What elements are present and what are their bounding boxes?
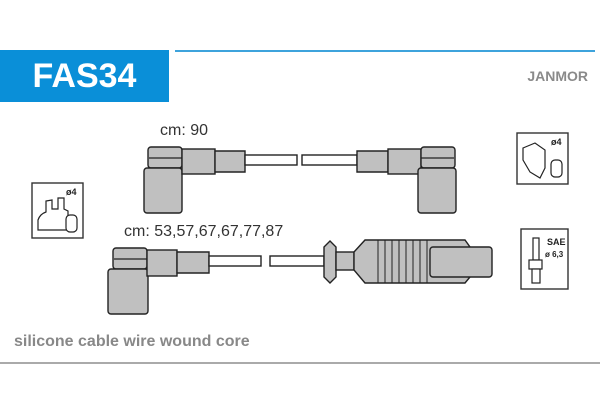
left-boot [143, 146, 246, 214]
header-rule [175, 50, 595, 52]
spark-plug-icon [520, 228, 569, 290]
distributor-diameter-label: ø4 [66, 187, 77, 197]
spark-plug-diameter-label: ø 6,3 [545, 250, 564, 259]
plug-leads-lengths: cm: 53,57,67,67,77,87 [124, 223, 284, 240]
coil-lead-length: cm: 90 [160, 122, 209, 139]
cable-description: silicone cable wire wound core [14, 333, 250, 350]
footer-rule [0, 362, 600, 364]
ignition-coil-icon [516, 132, 569, 185]
right-boot [356, 146, 457, 214]
part-code-badge: FAS34 [0, 50, 169, 102]
distributor-cap-icon [31, 182, 84, 239]
coil-diameter-label: ø4 [551, 137, 562, 147]
spark-plug-boot [323, 239, 493, 284]
coil-lead-cable [143, 146, 457, 214]
spark-plug-standard-label: SAE [547, 237, 566, 247]
plug-lead-cable [107, 239, 493, 315]
distributor-boot [107, 247, 210, 315]
brand-name: JANMOR [527, 68, 588, 84]
